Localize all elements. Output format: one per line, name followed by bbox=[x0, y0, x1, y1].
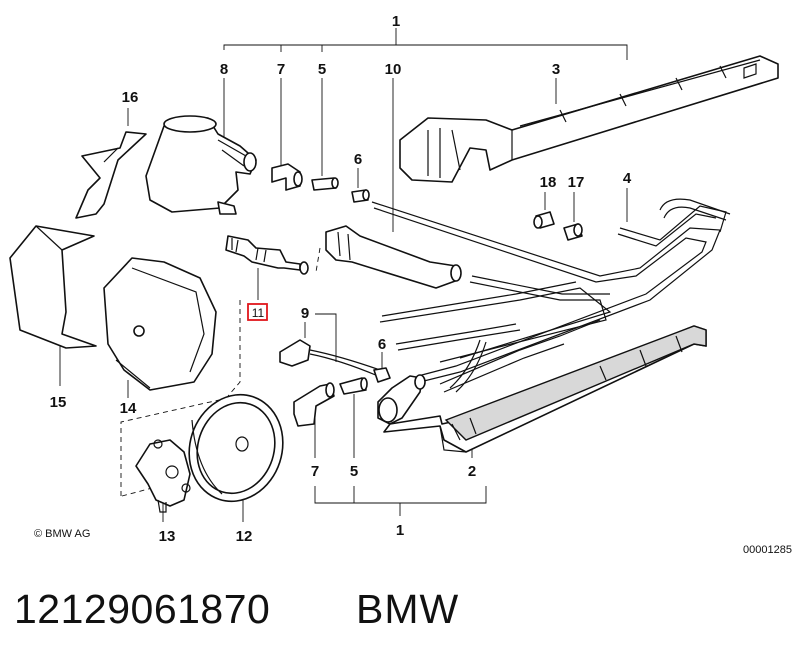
part-4-harness bbox=[371, 198, 731, 393]
label-1-bottom: 1 bbox=[396, 522, 404, 539]
part-13-rotor bbox=[135, 439, 191, 513]
part-6-mid-grommet bbox=[373, 367, 391, 383]
label-7-bottom: 7 bbox=[311, 463, 319, 480]
part-10-lead bbox=[325, 225, 462, 289]
part-11-spark-plug bbox=[225, 235, 309, 275]
label-6-top: 6 bbox=[354, 151, 362, 168]
highlighted-callout-11[interactable]: 11 bbox=[247, 303, 268, 321]
part-6-top-grommet bbox=[351, 189, 370, 203]
label-15: 15 bbox=[50, 394, 67, 411]
part-8-cap bbox=[145, 115, 257, 215]
label-13: 13 bbox=[159, 528, 176, 545]
part-14-cover bbox=[103, 257, 217, 391]
part-2-rail bbox=[383, 325, 707, 453]
part-5-bottom-connector bbox=[339, 377, 368, 395]
callout-numbers: 1 8 7 5 10 3 16 6 18 17 4 9 6 15 14 7 5 … bbox=[50, 13, 632, 545]
part-9-wire bbox=[279, 339, 381, 377]
copyright-text: © BMW AG bbox=[34, 528, 90, 540]
label-1-top: 1 bbox=[392, 13, 400, 30]
label-8: 8 bbox=[220, 61, 228, 78]
leader-lines bbox=[59, 78, 628, 522]
label-14: 14 bbox=[120, 400, 137, 417]
label-5-top: 5 bbox=[318, 61, 326, 78]
label-7-top: 7 bbox=[277, 61, 285, 78]
part-7-bottom-elbow bbox=[293, 382, 335, 427]
part-18-bushing bbox=[533, 211, 555, 229]
caption-bar: 12129061870 BMW bbox=[0, 586, 799, 656]
harness-plug-boot bbox=[377, 374, 426, 425]
part-16-clip bbox=[75, 131, 147, 219]
part-12-pulley bbox=[188, 393, 284, 503]
label-16: 16 bbox=[122, 89, 139, 106]
bracket-bottom-1 bbox=[314, 486, 487, 516]
part-7-top-elbow bbox=[271, 163, 303, 191]
label-4: 4 bbox=[623, 170, 632, 187]
part-number: 12129061870 bbox=[14, 586, 271, 632]
part-15-shield bbox=[9, 225, 97, 349]
brand-name: BMW bbox=[356, 586, 460, 632]
label-10: 10 bbox=[385, 61, 402, 78]
highlight-box bbox=[247, 303, 268, 321]
parts-diagram: 1 8 7 5 10 3 16 6 18 17 4 9 6 15 14 7 5 … bbox=[9, 13, 792, 556]
label-5-bottom: 5 bbox=[350, 463, 358, 480]
label-3: 3 bbox=[552, 61, 560, 78]
part-5-top-connector bbox=[311, 177, 339, 191]
bracket-top-1 bbox=[223, 28, 628, 60]
label-2: 2 bbox=[468, 463, 476, 480]
label-18: 18 bbox=[540, 174, 557, 191]
label-9: 9 bbox=[301, 305, 309, 322]
part-3-rail bbox=[399, 55, 779, 183]
label-6-mid: 6 bbox=[378, 336, 386, 353]
drawing-number: 00001285 bbox=[743, 544, 792, 556]
part-17-bushing bbox=[563, 223, 583, 241]
label-17: 17 bbox=[568, 174, 585, 191]
label-12: 12 bbox=[236, 528, 253, 545]
label-11: 11 bbox=[252, 306, 265, 320]
